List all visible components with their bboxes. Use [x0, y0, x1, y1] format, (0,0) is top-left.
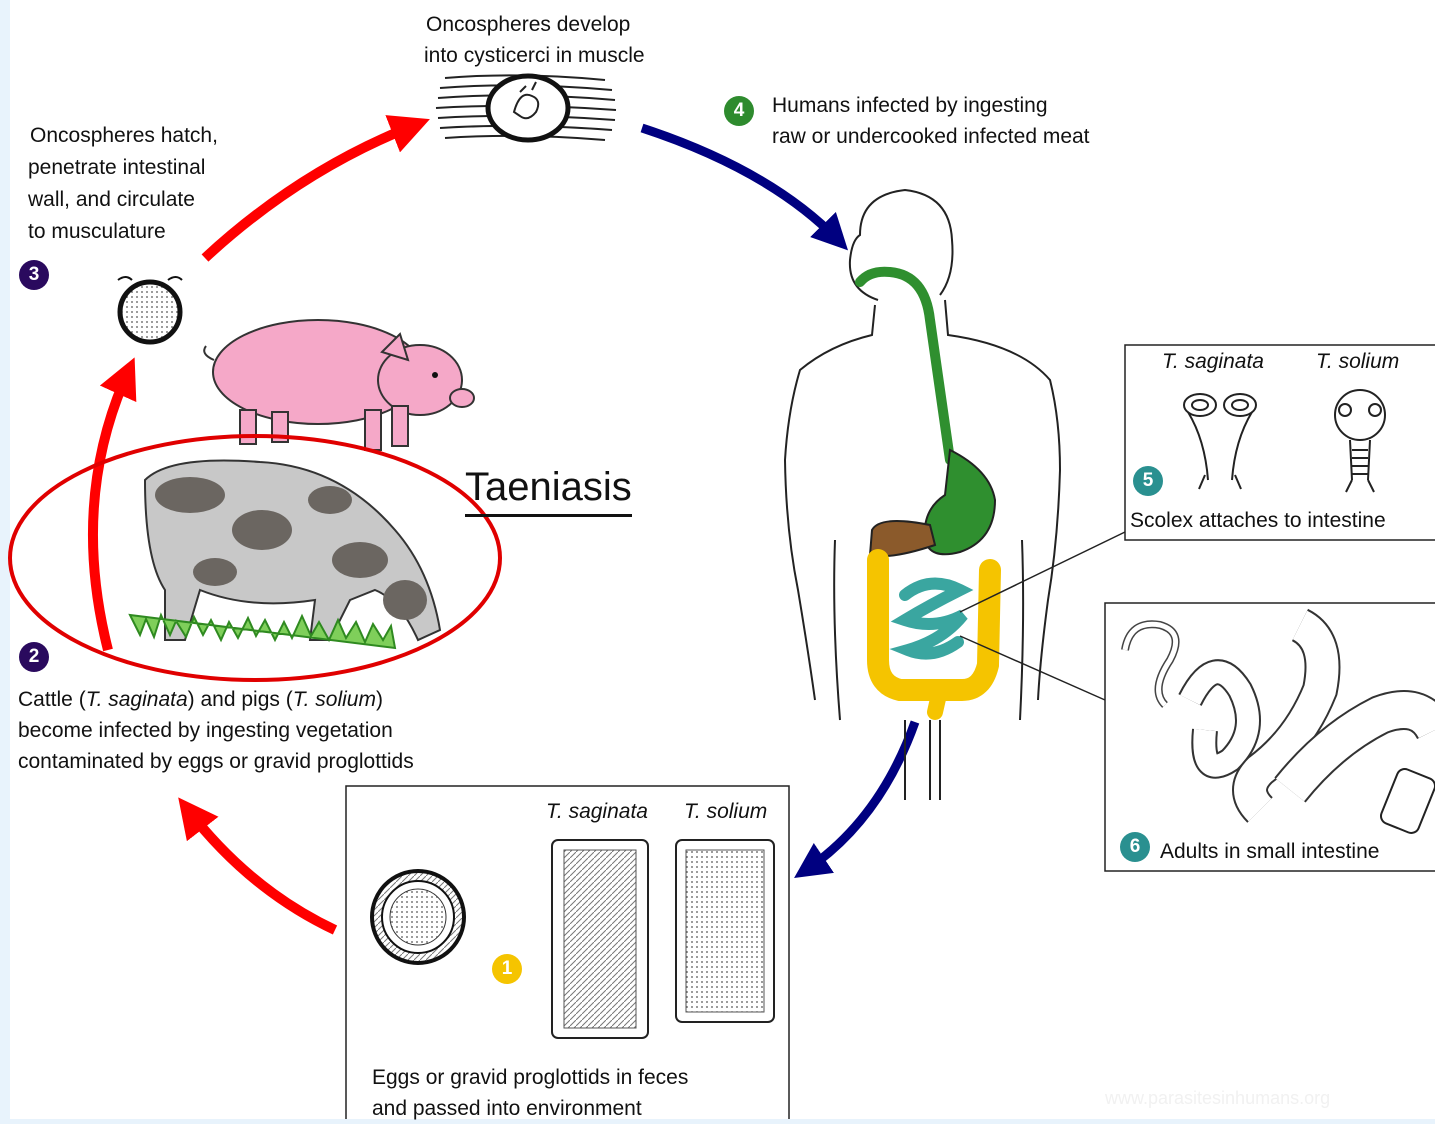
step-6-text: Adults in small intestine [1160, 836, 1379, 867]
step-3-line-1: Oncospheres hatch, [30, 120, 218, 151]
step-2-line-1-c: ) [376, 688, 383, 711]
red-arrow-step1-to-step2 [188, 810, 335, 930]
pig-icon [204, 320, 474, 450]
step-3-line-2: penetrate intestinal [28, 152, 205, 183]
step-3-line-3: wall, and circulate [28, 184, 195, 215]
egg-icon [372, 871, 464, 963]
step-4-badge: 4 [724, 96, 754, 126]
red-arrow-step3-to-muscle [205, 125, 415, 258]
proglottid-label-saginata: T. saginata [546, 796, 648, 827]
oncosphere-egg-icon [118, 277, 182, 342]
step-2-badge: 2 [19, 642, 49, 672]
step-1-line-2: and passed into environment [372, 1093, 642, 1124]
step-2-line-1: Cattle (T. saginata) and pigs (T. solium… [18, 684, 383, 715]
proglottid-label-solium: T. solium [684, 796, 767, 827]
blue-arrow-human-to-feces [806, 722, 915, 870]
cow-icon [130, 460, 440, 648]
step-2-line-1-b: ) and pigs ( [188, 688, 293, 711]
red-arrow-step2-to-step3 [93, 372, 128, 650]
step-5-badge: 5 [1133, 466, 1163, 496]
step-3-line-4: to musculature [28, 216, 166, 247]
digestive-tract [860, 272, 995, 712]
step-2-line-1-a: Cattle ( [18, 688, 86, 711]
step-2-line-2: become infected by ingesting vegetation [18, 715, 393, 746]
step-6-badge: 6 [1120, 832, 1150, 862]
diagram-title: Taeniasis [465, 462, 632, 517]
step-1-badge: 1 [492, 954, 522, 984]
muscle-caption-line-1: Oncospheres develop [426, 9, 630, 40]
scolex-label-saginata: T. saginata [1162, 346, 1264, 377]
human-body-icon [785, 190, 1060, 800]
step-4-line-2: raw or undercooked infected meat [772, 121, 1090, 152]
step-4-line-1: Humans infected by ingesting [772, 90, 1048, 121]
step-3-badge: 3 [19, 260, 49, 290]
step-1-line-1: Eggs or gravid proglottids in feces [372, 1062, 688, 1093]
step-2-line-3: contaminated by eggs or gravid proglotti… [18, 746, 414, 777]
step-2-line-1-species-2: T. solium [293, 688, 376, 711]
cysticercus-in-muscle-icon [436, 75, 616, 140]
muscle-caption-line-2: into cysticerci in muscle [424, 40, 645, 71]
watermark: www.parasitesinhumans.org [1105, 1088, 1330, 1109]
step-2-line-1-species-1: T. saginata [86, 688, 188, 711]
scolex-label-solium: T. solium [1316, 346, 1399, 377]
step-5-text: Scolex attaches to intestine [1130, 505, 1435, 536]
